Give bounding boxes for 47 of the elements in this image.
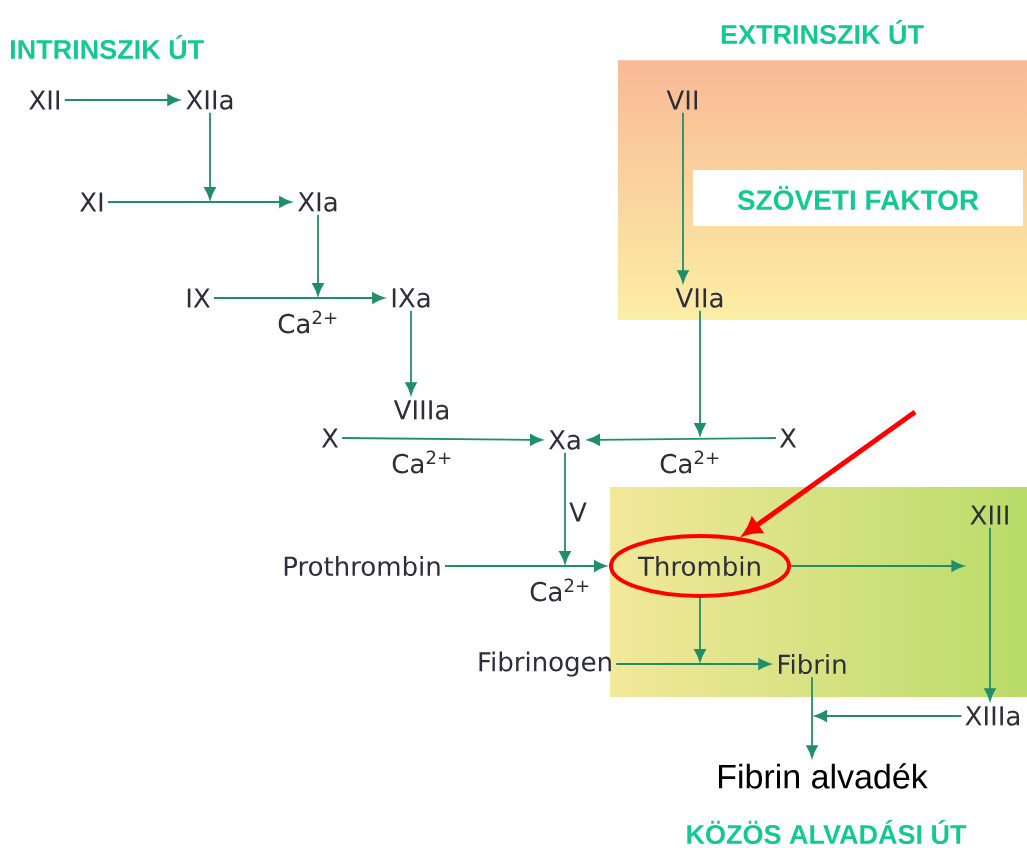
factor-label: XI bbox=[80, 192, 103, 212]
heading: KÖZÖS ALVADÁSI ÚT bbox=[687, 819, 967, 845]
factor-label: XII bbox=[29, 90, 59, 110]
factor-label: XIIa bbox=[186, 90, 233, 110]
factor-label: Fibrin bbox=[779, 653, 846, 675]
factor-label: Prothrombin bbox=[284, 555, 440, 577]
arrow bbox=[107, 196, 292, 208]
arrow bbox=[677, 111, 689, 283]
arrow bbox=[806, 676, 818, 758]
arrow bbox=[814, 710, 963, 722]
arrow bbox=[615, 658, 771, 670]
factor-label: VII bbox=[666, 90, 697, 110]
arrow bbox=[559, 451, 571, 564]
edge-label: Ca$^{2+}$ bbox=[658, 449, 722, 475]
factor-label: XIIIa bbox=[965, 706, 1020, 726]
factor-label: X bbox=[779, 428, 797, 448]
arrow bbox=[204, 111, 216, 200]
arrow bbox=[587, 434, 777, 446]
heading: INTRINSZIK ÚT bbox=[11, 34, 204, 60]
highlighted-factor: Thrombin bbox=[608, 534, 792, 598]
arrow bbox=[405, 309, 417, 395]
factor-label: Fibrinogen bbox=[479, 651, 611, 677]
arrow bbox=[694, 309, 706, 436]
edge-label: Ca$^{2+}$ bbox=[276, 309, 340, 335]
factor-label: XIII bbox=[970, 505, 1008, 525]
arrow bbox=[341, 434, 543, 446]
factor-label: Xa bbox=[548, 430, 580, 450]
edge-label: V bbox=[568, 501, 588, 523]
arrow bbox=[694, 597, 706, 662]
arrow bbox=[213, 292, 385, 304]
result-label: Fibrin alvadék bbox=[719, 763, 928, 789]
factor-label: X bbox=[321, 428, 339, 448]
label-box: SZÖVETI FAKTOR bbox=[693, 170, 1023, 226]
arrow bbox=[790, 560, 965, 572]
factor-label: VIIIa bbox=[393, 400, 448, 420]
arrow bbox=[312, 213, 324, 296]
factor-label: XIa bbox=[298, 192, 337, 212]
arrow bbox=[444, 560, 607, 572]
factor-label: IX bbox=[187, 288, 210, 308]
heading: EXTRINSZIK ÚT bbox=[721, 19, 924, 45]
pointer-arrow bbox=[743, 409, 917, 536]
edge-label: Ca$^{2+}$ bbox=[528, 577, 592, 603]
arrow bbox=[63, 94, 180, 106]
factor-label: VIIa bbox=[675, 288, 723, 308]
arrow bbox=[984, 526, 996, 701]
edge-label: Ca$^{2+}$ bbox=[390, 449, 454, 475]
factor-label: IXa bbox=[392, 288, 430, 308]
